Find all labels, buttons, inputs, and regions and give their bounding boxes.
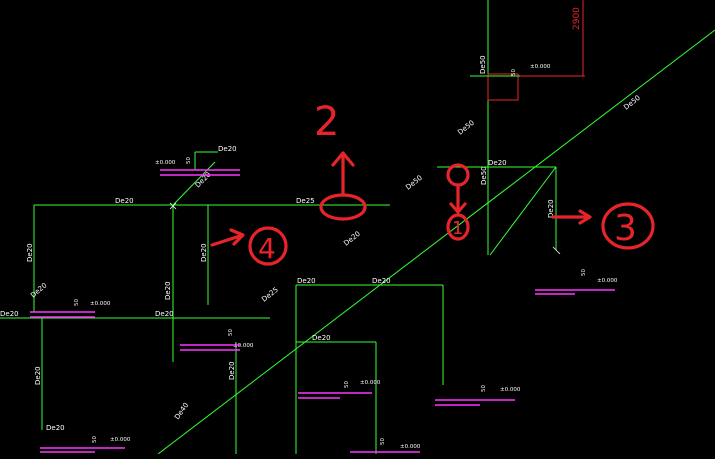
pipe-label: De20: [488, 159, 507, 167]
pipe-label: De20: [26, 243, 34, 262]
callout-2-arrowhead: [331, 151, 355, 167]
pipe-label: De50: [479, 55, 487, 74]
pipe-label: De50: [480, 166, 488, 185]
pipe-label: De50: [456, 119, 476, 137]
height-label: 50: [228, 329, 234, 336]
pipe-label: De20: [312, 334, 331, 342]
valve-mark: [169, 202, 177, 210]
callout-1-ring: [446, 213, 470, 241]
elevation-label: ±0.000: [597, 278, 618, 284]
callout-2-ellipse: [319, 193, 367, 221]
valve-mark: [552, 246, 561, 255]
fixture-symbol: ±0.000 50: [30, 299, 111, 318]
pipe-label: De25: [260, 286, 280, 304]
fixture-symbol: ±0.000 50: [350, 438, 421, 453]
height-label: 50: [511, 69, 517, 76]
callout-4: 4: [258, 232, 276, 265]
callout-1: 1: [452, 218, 463, 239]
callout-3-arrowhead: [578, 209, 592, 225]
callout-1-arrowhead: [449, 202, 467, 214]
pipe-label: De50: [404, 174, 424, 192]
height-label: 50: [380, 438, 386, 445]
callout-2: 2: [314, 99, 339, 145]
pipe-label: De20: [200, 243, 208, 262]
fitting-box: [487, 73, 519, 101]
elevation-label: ±0.000: [500, 387, 521, 393]
pipe-label: De40: [173, 401, 190, 421]
height-label: 50: [344, 381, 350, 388]
pipe-label: De25: [296, 197, 315, 205]
height-label: 50: [481, 385, 487, 392]
pipe-label: De20: [0, 310, 19, 318]
pipe-label: De20: [194, 171, 213, 190]
fixture-symbol: ±0.000 50: [40, 436, 131, 453]
elevation-label: ±0.000: [400, 444, 421, 450]
fixture-symbol: ±0.000 50: [511, 64, 551, 76]
fixture-symbol: ±0.000 50: [435, 385, 521, 406]
upper-fixture-diagonal: [172, 161, 216, 206]
elevation-label: ±0.000: [90, 301, 111, 307]
elevation-label: ±0.000: [530, 64, 551, 70]
pipe-label: De20: [164, 281, 172, 300]
height-label: 50: [74, 299, 80, 306]
callout-3-ring: [601, 202, 655, 250]
callout-4-arrow: [210, 234, 242, 247]
callout-3: 3: [614, 208, 637, 249]
callout-4-ring: [248, 226, 288, 266]
pipe-label: De50: [622, 94, 642, 112]
pipe-label: De20: [342, 230, 362, 248]
fixture-symbol: ±0.000 50: [180, 329, 254, 351]
pipe-label: De20: [115, 197, 134, 205]
dimension-2900-text: 2900: [572, 7, 582, 30]
pipe-label: De20: [547, 199, 555, 218]
main-diagonal-pipe: [157, 29, 715, 455]
height-label: 50: [581, 269, 587, 276]
pipe-label: De20: [218, 145, 237, 153]
elevation-label: ±0.000: [233, 343, 254, 349]
height-label: 50: [92, 436, 98, 443]
pipe-label: De20: [29, 281, 48, 299]
branch-diagonal-right: [489, 166, 557, 256]
pipe-label: De20: [372, 277, 391, 285]
fixture-symbol: ±0.000 50: [298, 380, 381, 399]
elevation-label: ±0.000: [110, 437, 131, 443]
pipe-label: De20: [228, 361, 236, 380]
pipe-label: De20: [46, 424, 65, 432]
callout-4-arrowhead: [229, 228, 245, 246]
callout-1-circle: [446, 163, 470, 187]
pipe-label: De20: [297, 277, 316, 285]
elevation-label: ±0.000: [155, 160, 176, 166]
pipe-label: De20: [34, 366, 42, 385]
fixture-symbol: ±0.000 50: [535, 269, 618, 295]
elevation-label: ±0.000: [360, 380, 381, 386]
pipe-label: De20: [155, 310, 174, 318]
height-label: 50: [186, 157, 192, 164]
fixture-symbol: ±0.000 50: [155, 157, 240, 176]
